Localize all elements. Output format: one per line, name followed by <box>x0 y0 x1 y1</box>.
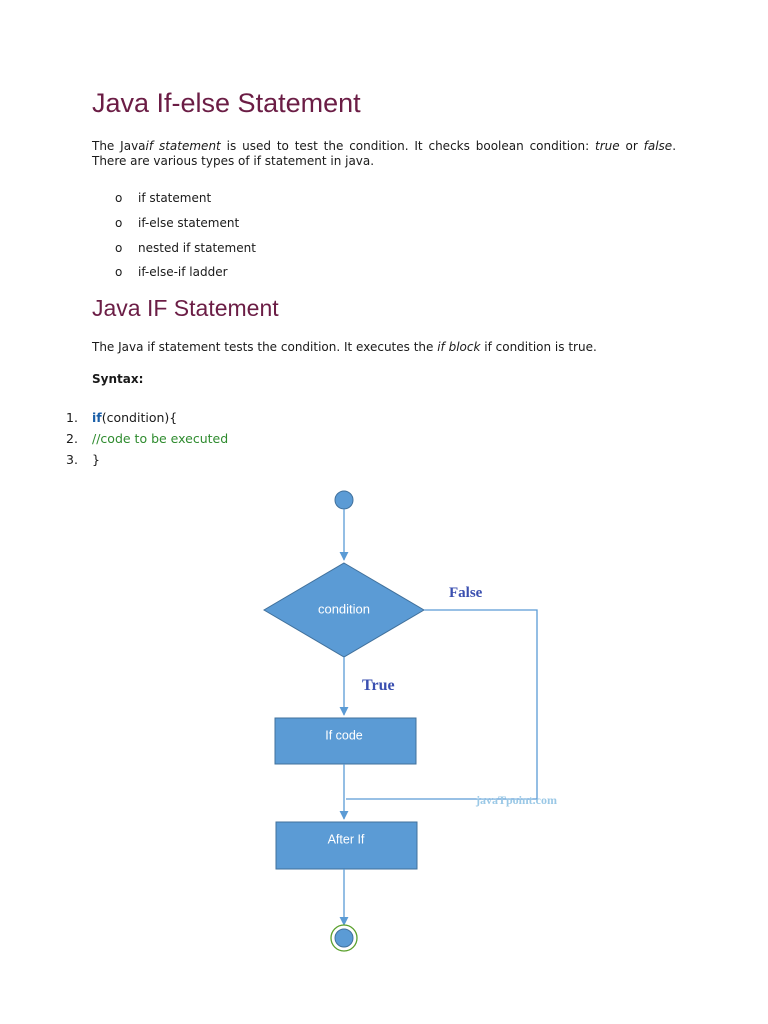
false-branch-line <box>346 609 538 800</box>
watermark-text: javaTpoint.com <box>475 793 557 807</box>
after-if-label: After If <box>328 832 365 846</box>
code-keyword: if <box>92 410 102 425</box>
list-item: o nested if statement <box>0 240 400 256</box>
if-code-label: If code <box>325 728 363 742</box>
list-item-text: if statement <box>138 191 212 205</box>
code-text: if(condition){ <box>92 409 177 427</box>
start-node <box>334 490 354 510</box>
intro-text-false: false <box>643 139 673 153</box>
list-item: o if-else statement <box>0 215 400 231</box>
list-item: o if-else-if ladder <box>0 264 400 280</box>
line-number: 1. <box>66 410 78 425</box>
intro-text-1: The Java <box>92 139 146 153</box>
if-intro-text-3: if condition is true. <box>480 340 597 354</box>
list-item: o if statement <box>0 190 400 206</box>
bullet-marker: o <box>115 216 123 230</box>
line-number: 3. <box>66 452 78 467</box>
intro-text-true: true <box>594 139 620 153</box>
code-text: //code to be executed <box>92 430 228 448</box>
intro-text-5: or <box>619 139 644 153</box>
if-intro-paragraph: The Java if statement tests the conditio… <box>92 340 676 355</box>
code-line: 2. //code to be executed <box>0 430 400 448</box>
false-label: False <box>449 585 483 601</box>
list-item-text: if-else statement <box>138 216 240 230</box>
list-item-text: nested if statement <box>138 241 256 255</box>
code-line: 3. } <box>0 451 400 469</box>
code-comment: //code to be executed <box>92 431 229 446</box>
true-label: True <box>362 677 395 694</box>
bullet-marker: o <box>115 265 123 279</box>
end-node <box>334 928 354 948</box>
code-line: 1. if(condition){ <box>0 409 400 427</box>
condition-label: condition <box>318 601 370 616</box>
line-number: 2. <box>66 431 78 446</box>
if-intro-text-2: if block <box>437 340 481 354</box>
bullet-marker: o <box>115 191 123 205</box>
if-intro-text-1: The Java if statement tests the conditio… <box>92 340 438 354</box>
code-text: } <box>92 452 100 467</box>
intro-paragraph: The Javaif statement is used to test the… <box>92 139 676 169</box>
syntax-label: Syntax: <box>92 372 144 386</box>
section-heading-if: Java IF Statement <box>92 295 279 321</box>
after-if-box <box>275 821 418 870</box>
if-code-box <box>274 717 417 765</box>
list-item-text: if-else-if ladder <box>138 265 228 279</box>
code-rest: (condition){ <box>101 410 178 425</box>
page-title: Java If-else Statement <box>92 88 361 118</box>
intro-text-7: . There are various types of if statemen… <box>92 139 677 168</box>
intro-text-2: if statement <box>145 139 221 153</box>
intro-text-3: is used to test the condition. It checks… <box>220 139 595 153</box>
bullet-marker: o <box>115 241 123 255</box>
